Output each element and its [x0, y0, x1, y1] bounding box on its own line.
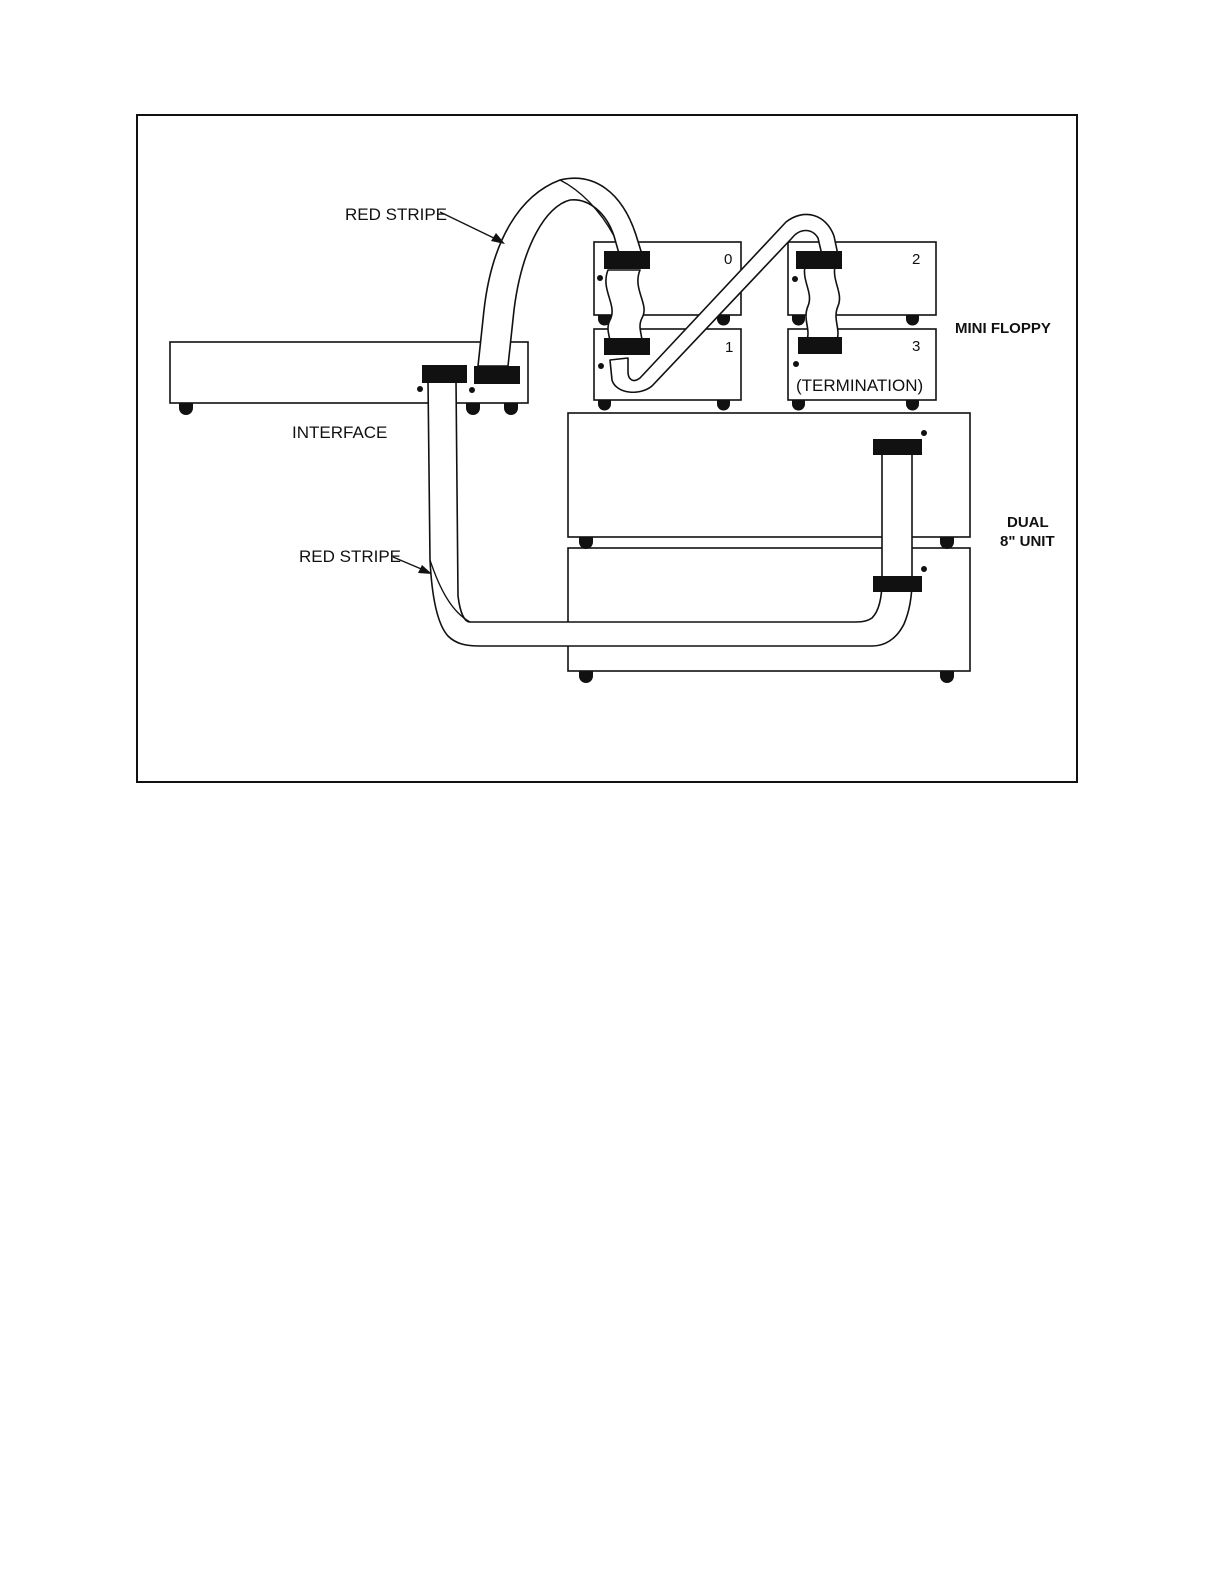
drive0-pin1-dot	[597, 275, 603, 281]
drive3-foot-left	[792, 400, 805, 411]
drive-3-number: 3	[912, 338, 920, 355]
connector-drive-2	[796, 251, 842, 269]
red-stripe-top-leader	[440, 212, 500, 241]
drive-1-number: 1	[725, 339, 733, 356]
drive2-foot-right	[906, 315, 919, 326]
drive2-foot-left	[792, 315, 805, 326]
drive1-foot-left	[598, 400, 611, 411]
label-dual-line1: DUAL	[1007, 514, 1049, 531]
ribbon-cable-drive2-to-drive3	[804, 262, 839, 342]
connector-interface-to-dual	[422, 365, 467, 383]
dual-lower-pin1-dot	[921, 566, 927, 572]
drive3-foot-right	[906, 400, 919, 411]
drive3-pin1-dot	[793, 361, 799, 367]
label-dual-line2: 8" UNIT	[1000, 533, 1055, 550]
label-red-stripe-top: RED STRIPE	[345, 205, 447, 224]
label-termination: (TERMINATION)	[796, 376, 923, 395]
connector-dual-upper	[873, 439, 922, 455]
ribbon-cable-dual-upper-to-lower	[882, 450, 912, 582]
interface-foot-right	[504, 403, 518, 415]
interface-pin1-dot-right	[469, 387, 475, 393]
dual-upper-pin1-dot	[921, 430, 927, 436]
connector-drive-0	[604, 251, 650, 269]
label-red-stripe-bottom: RED STRIPE	[299, 547, 401, 566]
interface-pin1-dot-left	[417, 386, 423, 392]
label-interface: INTERFACE	[292, 423, 387, 442]
connector-interface-to-mini	[474, 366, 520, 384]
connector-drive-1	[604, 338, 650, 355]
connector-drive-3	[798, 337, 842, 354]
drive-0-number: 0	[724, 251, 732, 268]
drive0-foot-right	[717, 315, 730, 326]
drive2-pin1-dot	[792, 276, 798, 282]
drive1-pin1-dot	[598, 363, 604, 369]
drive-2-number: 2	[912, 251, 920, 268]
interface-foot-mid	[466, 403, 480, 415]
drive1-foot-right	[717, 400, 730, 411]
label-mini-floppy: MINI FLOPPY	[955, 320, 1051, 337]
dual-lower-foot-left	[579, 671, 593, 683]
connector-dual-lower	[873, 576, 922, 592]
dual-lower-foot-right	[940, 671, 954, 683]
interface-foot-left	[179, 403, 193, 415]
